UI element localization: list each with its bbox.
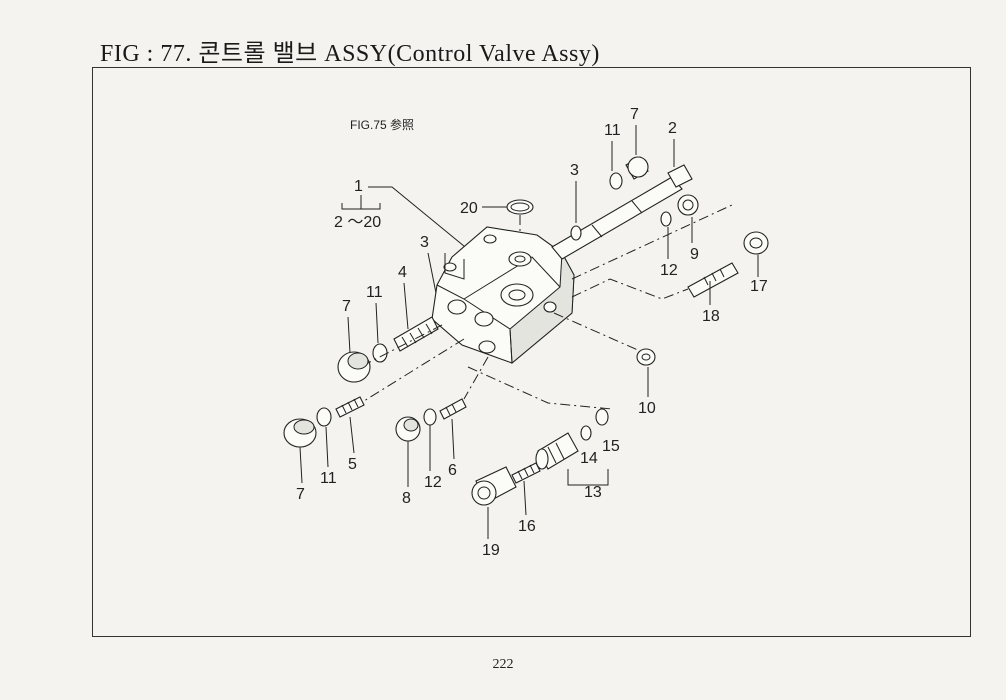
callout-11-top: 11 bbox=[604, 122, 621, 139]
callout-16: 16 bbox=[518, 518, 536, 535]
oring-3-right bbox=[570, 225, 582, 241]
callout-14: 14 bbox=[580, 450, 598, 467]
oring-14 bbox=[580, 425, 592, 441]
plug-8 bbox=[395, 416, 421, 442]
plug-9 bbox=[677, 194, 699, 216]
valve-body bbox=[431, 226, 575, 365]
callout-4: 4 bbox=[398, 264, 407, 281]
oring-20: 20 bbox=[460, 199, 534, 263]
pilot-18 bbox=[687, 262, 739, 298]
spring-5 bbox=[335, 396, 365, 418]
page-title: FIG : 77. 콘트롤 밸브 ASSY(Control Valve Assy… bbox=[100, 41, 600, 67]
exploded-parts-diagram: FIG.75 参照 1 2 ～20 20 3 bbox=[283, 106, 769, 559]
callout-19: 19 bbox=[482, 542, 500, 559]
assembly-range-label: 1 2 ～20 bbox=[334, 178, 471, 252]
plug-19 bbox=[471, 466, 517, 506]
plug-7-bottom bbox=[283, 418, 317, 448]
callout-3-right: 3 bbox=[570, 162, 579, 179]
callout-3-left: 3 bbox=[420, 234, 429, 251]
callout-10: 10 bbox=[638, 400, 656, 417]
callout-1: 1 bbox=[354, 178, 363, 195]
spring-16 bbox=[511, 462, 541, 484]
relief-valve-13 bbox=[535, 432, 579, 470]
oring-12-right bbox=[660, 211, 672, 227]
callout-11-left: 11 bbox=[366, 284, 383, 301]
diagram-frame bbox=[92, 67, 971, 637]
oring-12-left bbox=[423, 408, 437, 426]
callout-5: 5 bbox=[348, 456, 357, 473]
callout-12-left: 12 bbox=[424, 474, 442, 491]
plug-7-top bbox=[625, 156, 649, 180]
callout-7-left: 7 bbox=[342, 298, 351, 315]
callout-13: 13 bbox=[584, 484, 602, 501]
callout-7-top: 7 bbox=[630, 106, 639, 123]
spool-2 bbox=[551, 164, 693, 260]
cap-10 bbox=[636, 348, 656, 366]
callout-9: 9 bbox=[690, 246, 699, 263]
spring-6 bbox=[439, 398, 467, 420]
reference-note: FIG.75 参照 bbox=[350, 117, 414, 132]
callout-15: 15 bbox=[602, 438, 620, 455]
callout-20: 20 bbox=[460, 200, 478, 217]
callout-2: 2 bbox=[668, 120, 677, 137]
callout-12-right: 12 bbox=[660, 262, 678, 279]
plug-17 bbox=[743, 231, 769, 255]
oring-11-top bbox=[609, 172, 623, 190]
page-number: 222 bbox=[492, 657, 514, 672]
callout-7-bottom: 7 bbox=[296, 486, 305, 503]
callout-6: 6 bbox=[448, 462, 457, 479]
callout-18: 18 bbox=[702, 308, 720, 325]
callout-17: 17 bbox=[750, 278, 768, 295]
spring-4 bbox=[393, 316, 439, 352]
callout-8: 8 bbox=[402, 490, 411, 507]
oring-11-bottom bbox=[316, 407, 332, 427]
assembly-range: 2 ～20 bbox=[334, 214, 381, 231]
callout-11-bottom: 11 bbox=[320, 470, 337, 487]
plug-7-left bbox=[337, 351, 371, 383]
oring-15 bbox=[595, 408, 609, 426]
